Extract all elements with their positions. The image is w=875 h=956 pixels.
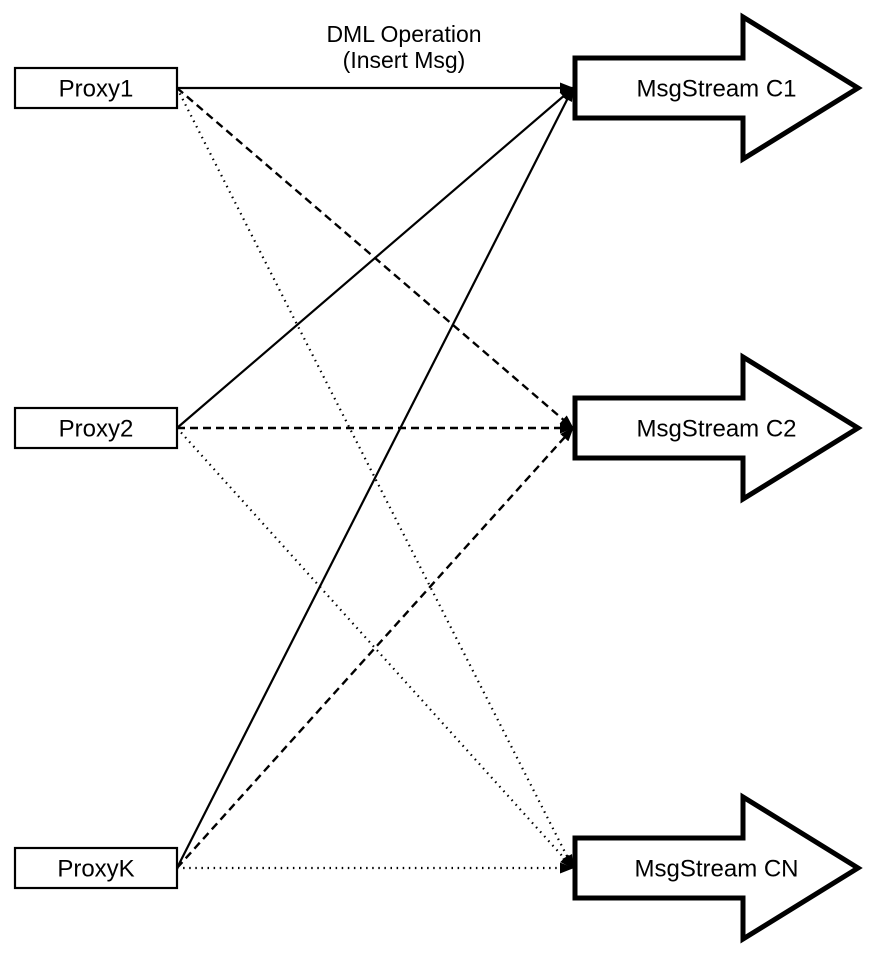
- edge-proxyK-c2: [176, 427, 574, 869]
- stream-arrow-label: MsgStream C2: [636, 416, 796, 443]
- proxy-node-proxy1: Proxy1: [13, 66, 179, 110]
- proxy-label: Proxy1: [59, 76, 134, 103]
- title-line1: DML Operation: [326, 21, 481, 47]
- edge-proxy2-c1: [176, 87, 574, 429]
- stream-arrow-c2: MsgStream C2: [572, 352, 863, 504]
- proxy-box: [13, 406, 179, 450]
- stream-arrow-label: MsgStream C1: [636, 76, 796, 103]
- proxy-label: ProxyK: [57, 856, 134, 883]
- stream-arrow-cn: MsgStream CN: [572, 792, 863, 944]
- stream-arrow-label: MsgStream CN: [634, 856, 798, 883]
- stream-arrow-shape: [572, 12, 863, 164]
- stream-arrow-c1: MsgStream C1: [572, 12, 863, 164]
- proxy-node-proxy2: Proxy2: [13, 406, 179, 450]
- edge-proxy2-cn: [176, 427, 574, 869]
- proxy-box: [13, 846, 179, 890]
- proxy-node-proxyK: ProxyK: [13, 846, 179, 890]
- proxy-label: Proxy2: [59, 416, 134, 443]
- title-line2: (Insert Msg): [343, 47, 466, 73]
- stream-arrow-shape: [572, 792, 863, 944]
- proxy-box: [13, 66, 179, 110]
- edge-proxyK-c1: [176, 87, 574, 869]
- stream-arrow-shape: [572, 352, 863, 504]
- diagram-title: DML Operation(Insert Msg): [326, 21, 481, 73]
